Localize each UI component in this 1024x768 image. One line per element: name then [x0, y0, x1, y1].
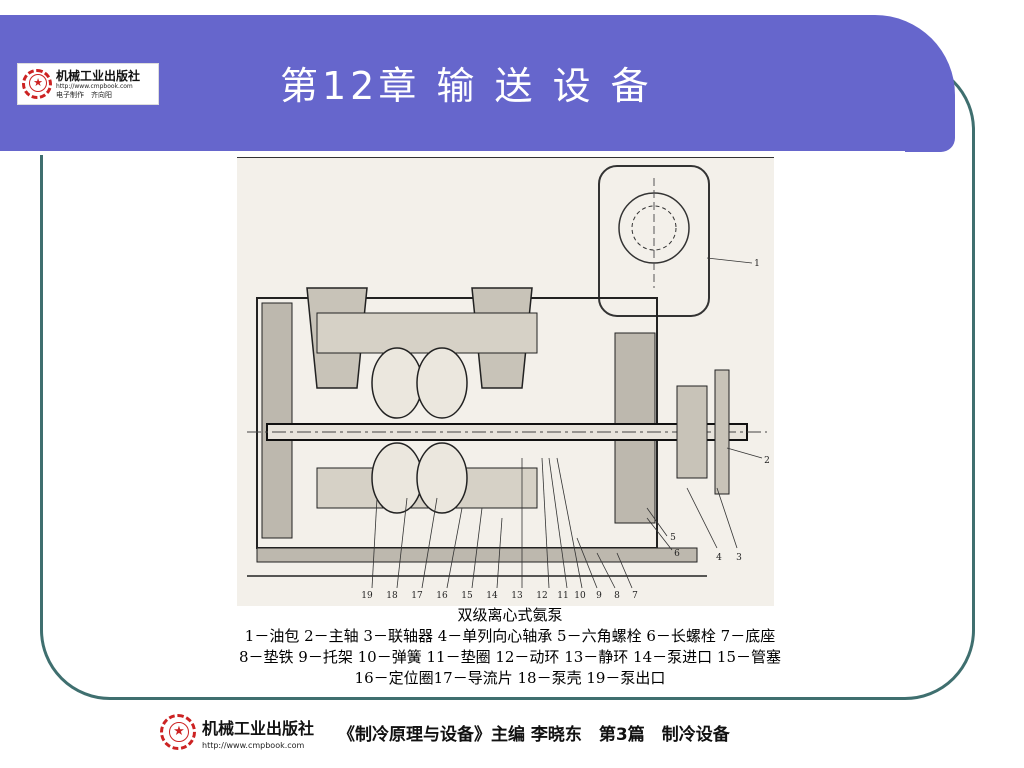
header-divider [0, 151, 905, 155]
callout-leaders [371, 257, 763, 589]
left-end-cover [261, 302, 293, 539]
upper-volute [316, 312, 538, 354]
callout-number-10: 10 [574, 591, 586, 601]
impeller-2-upper [416, 347, 468, 419]
coupling-flange [714, 369, 730, 495]
callout-number-1: 1 [754, 259, 760, 269]
oil-tank-shape [598, 165, 710, 317]
slide-title: 第12章 输 送 设 备 [280, 64, 653, 108]
callout-number-6: 6 [674, 549, 680, 559]
oil-tank-inner-circle [631, 205, 677, 251]
callout-number-14: 14 [486, 591, 498, 601]
impeller-2-lower [416, 442, 468, 514]
callout-number-7: 7 [632, 591, 638, 601]
callout-number-9: 9 [596, 591, 602, 601]
caption-title: 双级离心式氨泵 [457, 606, 563, 624]
callout-number-13: 13 [511, 591, 523, 601]
gear-logo-icon: ★ [22, 69, 52, 99]
caption-legend-line-3: 16－定位圈17－导流片 18－泵壳 19－泵出口 [354, 669, 666, 687]
logo-url: http://www.cmpbook.com [56, 82, 133, 90]
logo-publisher-name: 机械工业出版社 [56, 68, 141, 83]
callout-number-2: 2 [764, 456, 770, 466]
caption-legend-line-2: 8－垫铁 9－托架 10－弹簧 11－垫圈 12－动环 13－静环 14－泵进口… [239, 648, 781, 666]
callout-number-12: 12 [536, 591, 547, 601]
logo-credit: 电子制作 齐向阳 [56, 90, 112, 99]
caption-legend-line-1: 1－油包 2－主轴 3－联轴器 4－单列向心轴承 5－六角螺栓 6－长螺栓 7－… [244, 627, 776, 645]
callout-number-19: 19 [361, 591, 373, 601]
callout-number-15: 15 [461, 591, 473, 601]
callout-number-17: 17 [411, 591, 423, 601]
impeller-1-upper [371, 347, 423, 419]
footer-gear-logo-icon: ★ [160, 714, 196, 750]
footer-publisher-name: 机械工业出版社 [202, 718, 315, 738]
footer-url: http://www.cmpbook.com [202, 740, 305, 750]
callout-number-18: 18 [386, 591, 398, 601]
callout-number-3: 3 [736, 553, 742, 563]
footer-book-info: 《制冷原理与设备》主编 李晓东 第3篇 制冷设备 [338, 724, 730, 745]
footer: ★ 机械工业出版社 http://www.cmpbook.com 《制冷原理与设… [160, 710, 880, 754]
impeller-1-lower [371, 442, 423, 514]
callout-number-4: 4 [716, 553, 722, 563]
coupling [676, 385, 708, 479]
callout-number-5: 5 [670, 533, 676, 543]
callout-number-8: 8 [614, 591, 620, 601]
figure-caption: 双级离心式氨泵 1－油包 2－主轴 3－联轴器 4－单列向心轴承 5－六角螺栓 … [60, 605, 960, 689]
header-band [0, 15, 955, 155]
callout-number-16: 16 [436, 591, 448, 601]
publisher-logo: ★ 机械工业出版社 http://www.cmpbook.com 电子制作 齐向… [17, 63, 159, 105]
callout-number-11: 11 [557, 591, 568, 601]
